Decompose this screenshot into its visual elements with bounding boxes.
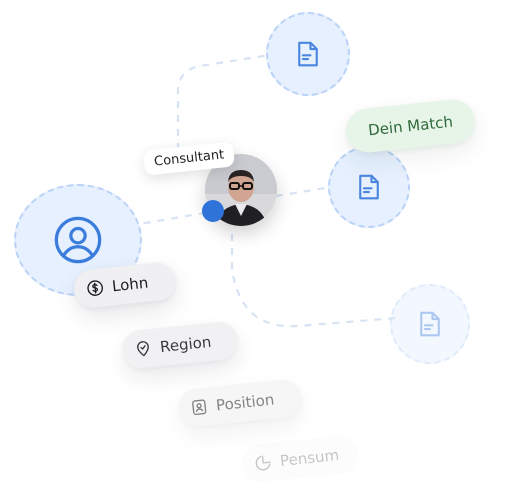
consultant-dot [202,200,224,222]
document-node-top [266,12,350,96]
document-icon [354,172,384,202]
document-node-middle [328,146,410,228]
id-badge-icon [189,397,209,417]
document-node-bottom [390,284,470,364]
criteria-label: Pensum [279,445,340,471]
criteria-pill-region: Region [120,320,240,370]
match-label: Dein Match [367,112,454,140]
document-icon [293,39,323,69]
user-profile-icon [52,214,104,266]
pie-icon [253,453,273,473]
dollar-icon [85,278,105,298]
location-check-icon [133,339,153,359]
criteria-label: Position [215,390,276,415]
criteria-pill-position: Position [176,377,304,429]
criteria-pill-pensum: Pensum [240,434,360,484]
criteria-pill-lohn: Lohn [72,260,178,310]
criteria-label: Region [159,332,213,357]
criteria-label: Lohn [111,273,150,296]
document-icon [415,309,445,339]
